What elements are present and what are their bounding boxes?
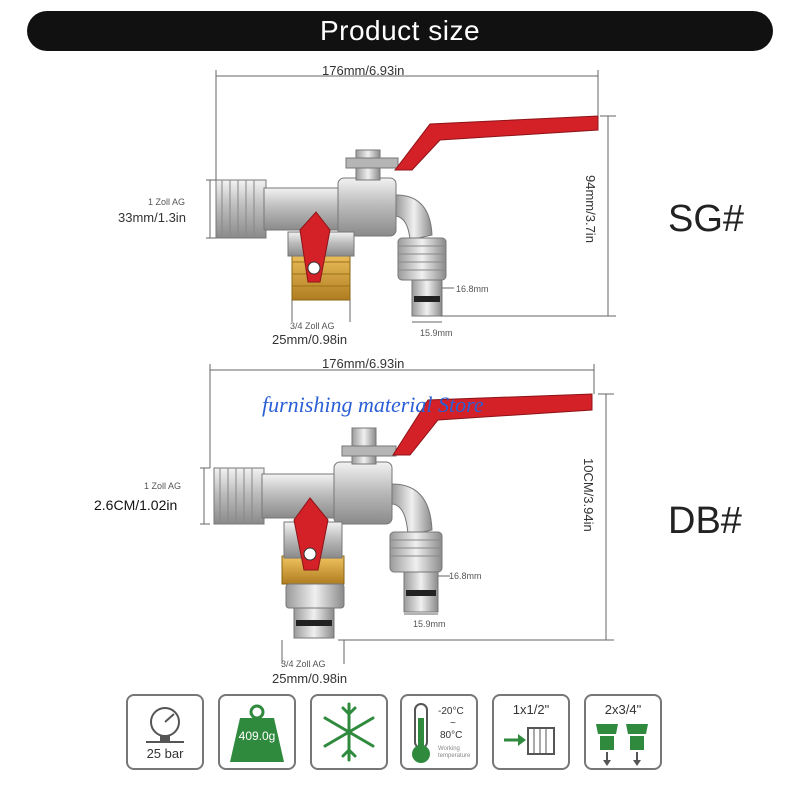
- temp-low: -20°C: [438, 706, 464, 717]
- thread-badge: 1x1/2": [492, 694, 570, 770]
- snowflake-icon: [323, 702, 375, 762]
- pressure-label: 25 bar: [146, 746, 184, 761]
- thread-label: 1x1/2": [512, 702, 550, 717]
- banner-title: Product size: [319, 15, 481, 46]
- sg-dimension-lines: [206, 70, 616, 323]
- title-banner: Product size: [27, 11, 773, 51]
- db-outlet-thread: 3/4 Zoll AG: [281, 659, 326, 669]
- db-height-label: 10CM/3.94in: [581, 458, 596, 532]
- temp-sep: ~: [450, 718, 456, 729]
- hose-connectors-icon: [596, 724, 648, 766]
- frost-badge: [310, 694, 388, 770]
- sg-nozzle-width: 15.9mm: [420, 328, 453, 338]
- hose-badge: 2x3/4": [584, 694, 662, 770]
- thread-connector-icon: [504, 727, 555, 755]
- weight-badge: 409.0g: [218, 694, 296, 770]
- db-faucet-image: [213, 393, 593, 639]
- db-nozzle-width: 15.9mm: [413, 619, 446, 629]
- weight-icon: [230, 704, 284, 762]
- db-model-label: DB#: [668, 500, 742, 542]
- weight-label: 409.0g: [238, 729, 276, 743]
- sg-outlet-thread: 3/4 Zoll AG: [290, 321, 335, 331]
- store-watermark: furnishing material Store: [262, 392, 484, 417]
- sg-outlet-size: 25mm/0.98in: [272, 332, 348, 347]
- sg-width-label: 176mm/6.93in: [322, 63, 405, 78]
- temp-high: 80°C: [440, 730, 463, 741]
- sg-height-label: 94mm/3.7in: [583, 175, 598, 243]
- sg-faucet-image: [215, 115, 599, 317]
- sg-inlet-size: 33mm/1.3in: [118, 210, 186, 225]
- db-dimension-lines: [200, 364, 614, 664]
- thermometer-icon: [412, 703, 430, 763]
- sg-model-label: SG#: [668, 198, 745, 240]
- sg-inlet-thread: 1 Zoll AG: [148, 197, 186, 207]
- pressure-badge: 25 bar: [126, 694, 204, 770]
- db-inlet-size: 2.6CM/1.02in: [94, 497, 178, 513]
- db-nozzle-size: 16.8mm: [449, 571, 482, 581]
- db-width-label: 176mm/6.93in: [322, 356, 405, 371]
- temp-note: Working temperature: [438, 746, 471, 759]
- temperature-badge: -20°C ~ 80°C Working temperature: [400, 694, 478, 770]
- sg-nozzle-size: 16.8mm: [456, 284, 489, 294]
- db-inlet-thread: 1 Zoll AG: [144, 481, 182, 491]
- pressure-gauge-icon: [146, 707, 184, 743]
- db-outlet-size: 25mm/0.98in: [272, 671, 348, 686]
- hose-label: 2x3/4": [604, 702, 642, 717]
